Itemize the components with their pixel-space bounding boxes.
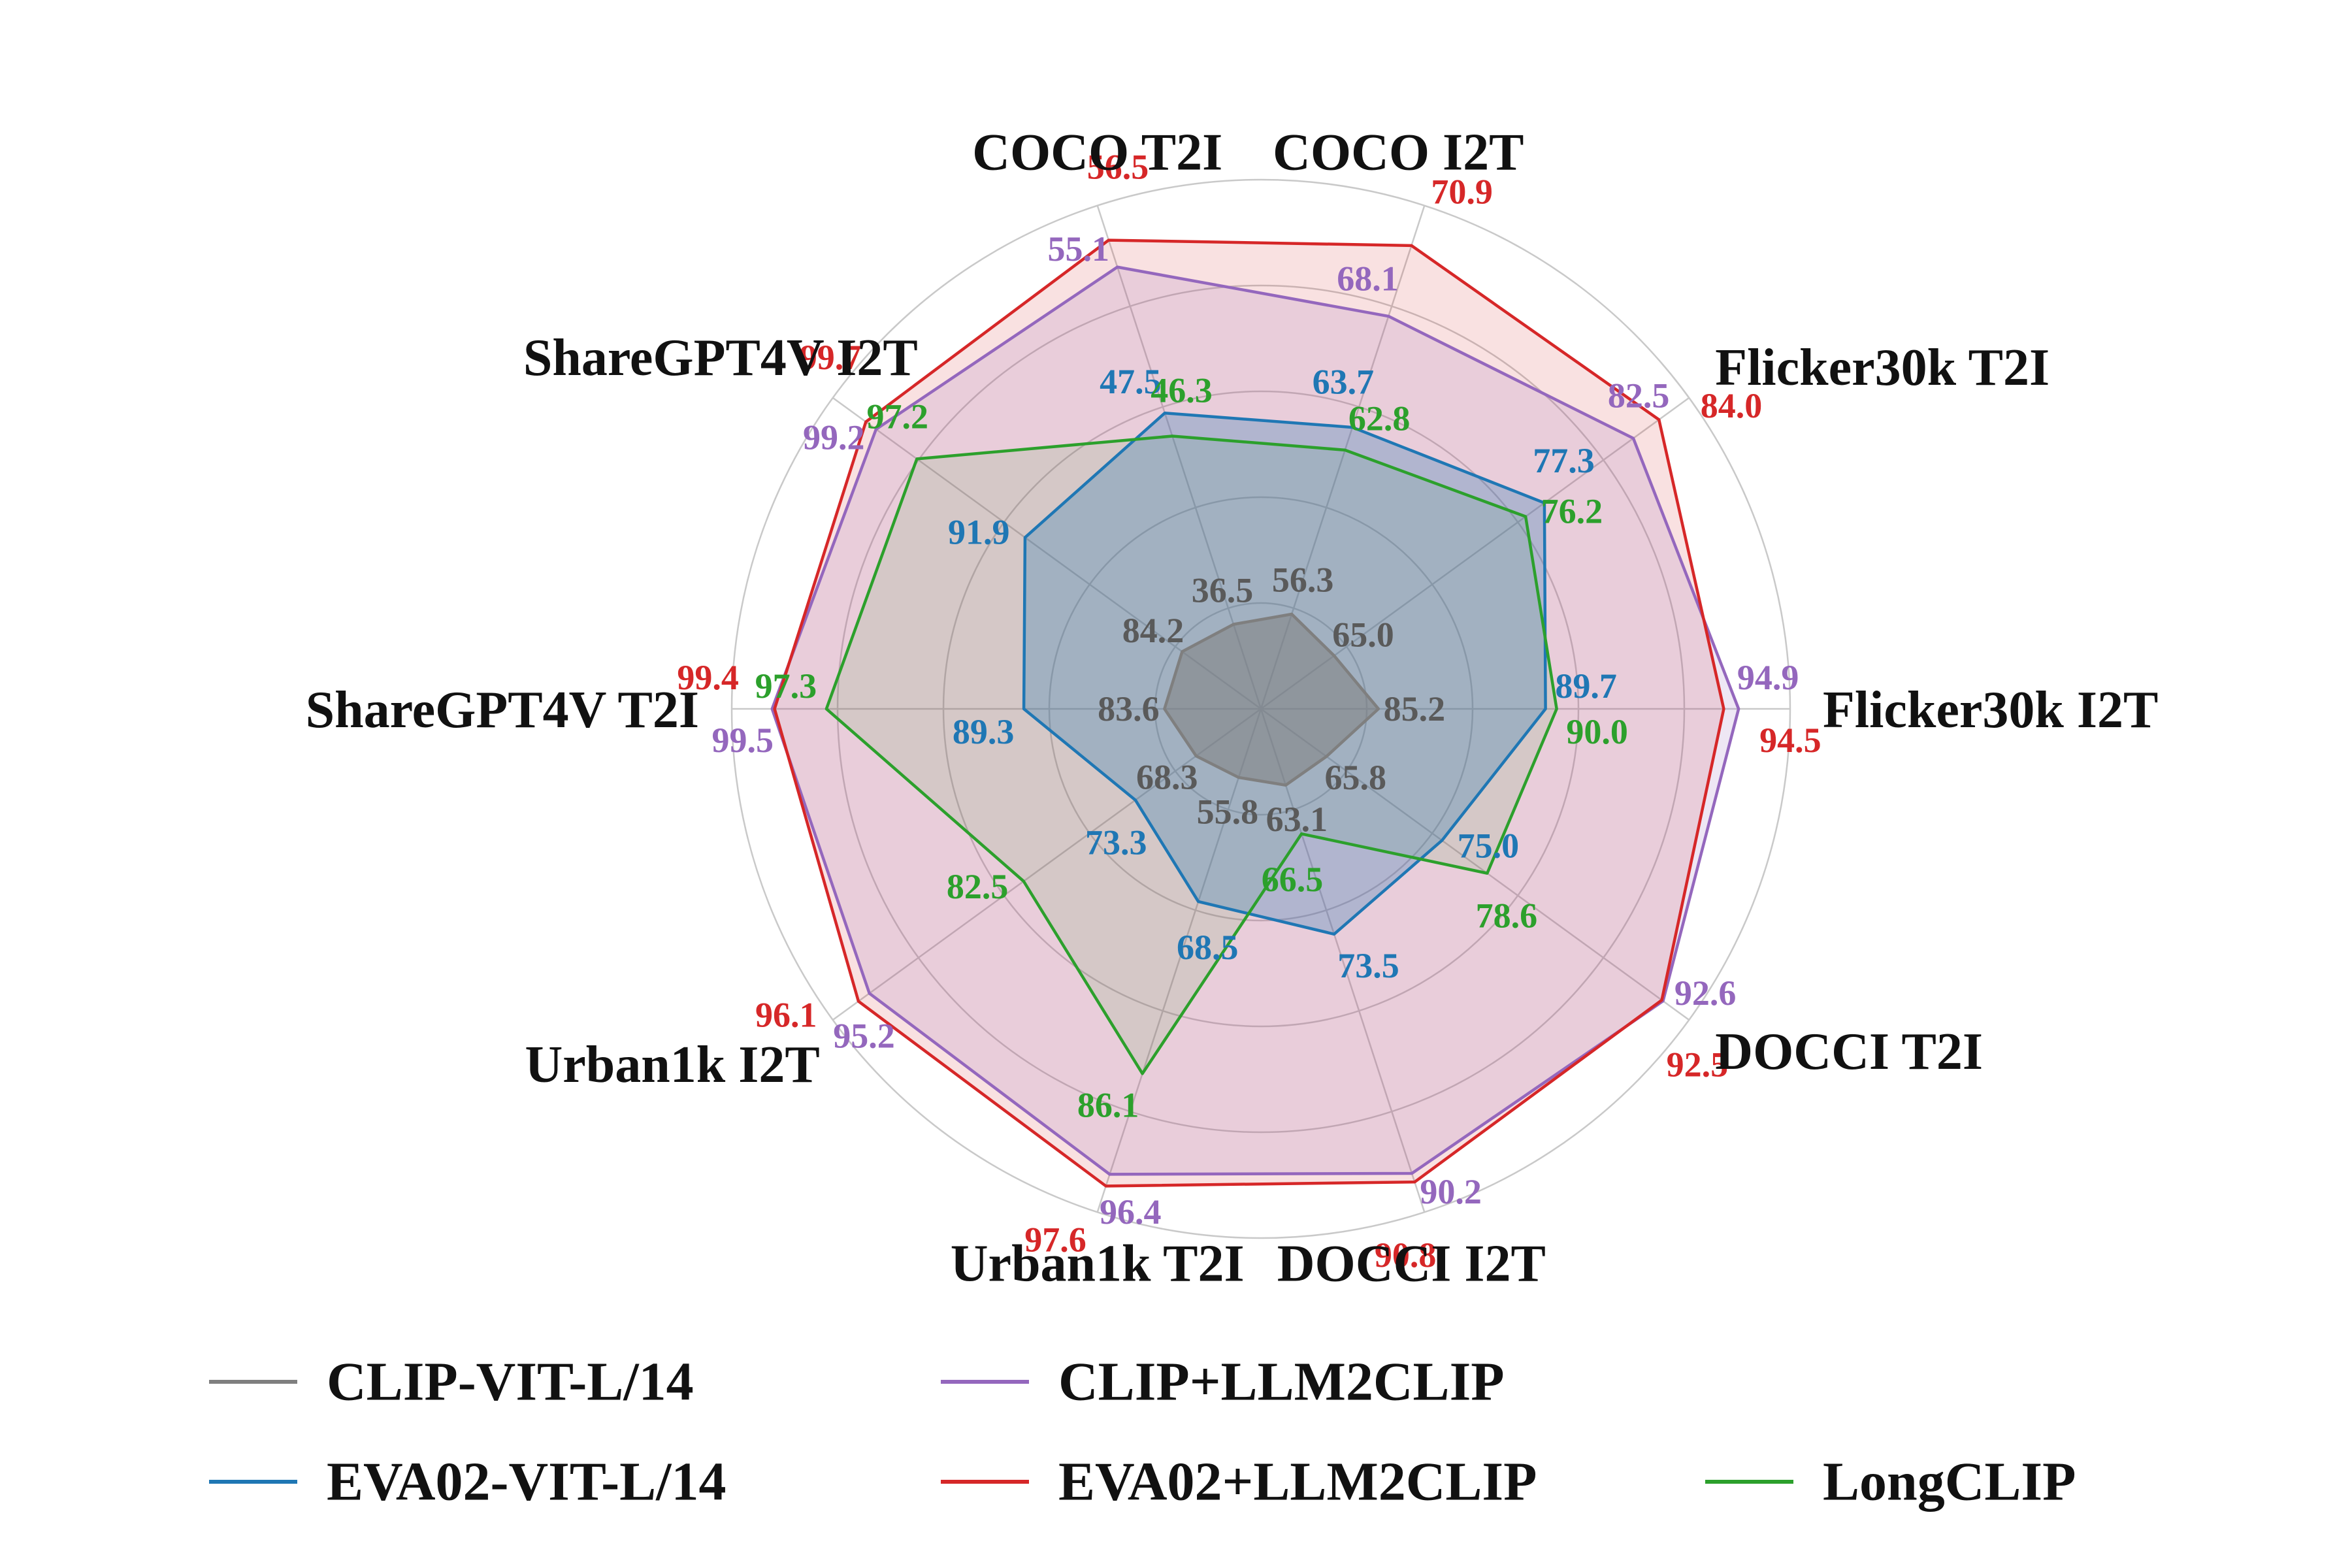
value-label-eva02-llm2clip-urban1k-t2i: 97.6 [1024,1220,1086,1260]
value-label-eva02-llm2clip-docci-t2i: 92.5 [1667,1045,1729,1085]
value-label-eva02-vit-l-14-flicker30k-t2i: 77.3 [1533,441,1595,480]
axis-label-flicker30k-i2t: Flicker30k I2T [1823,681,2158,739]
value-label-longclip-coco-i2t: 62.8 [1348,399,1411,438]
value-label-longclip-urban1k-t2i: 86.1 [1077,1085,1139,1124]
axis-label-flicker30k-t2i: Flicker30k T2I [1715,339,2050,397]
value-label-clip-vit-l-14-sharegpt4v-i2t: 84.2 [1122,611,1184,650]
legend-label-eva02-vit-l-14: EVA02-VIT-L/14 [327,1452,727,1512]
value-label-eva02-llm2clip-sharegpt4v-t2i: 99.4 [677,658,739,697]
value-label-longclip-docci-t2i: 78.6 [1476,896,1538,935]
axis-label-urban1k-t2i: Urban1k T2I [951,1235,1245,1292]
axis-label-layer: COCO T2I COCO I2T Flicker30k T2I Flicker30k… [306,124,2159,1293]
value-label-clip-llm2clip-flicker30k-i2t: 94.9 [1737,658,1799,697]
value-label-eva02-vit-l-14-docci-t2i: 75.0 [1458,826,1520,865]
legend-item-clip-llm2clip: CLIP+LLM2CLIP [941,1352,1505,1413]
axis-label-urban1k-i2t: Urban1k I2T [525,1036,819,1094]
value-label-clip-llm2clip-coco-t2i: 55.1 [1047,229,1109,269]
legend-label-longclip: LongCLIP [1823,1452,2076,1512]
series-fill-longclip [826,436,1557,1074]
value-label-longclip-docci-i2t: 66.5 [1262,860,1324,899]
value-label-eva02-vit-l-14-urban1k-t2i: 68.5 [1177,928,1239,967]
axis-label-docci-t2i: DOCCI T2I [1715,1023,1983,1081]
legend-label-clip-vit-l-14: CLIP-VIT-L/14 [327,1352,694,1413]
axis-label-sharegpt4v-i2t: ShareGPT4V I2T [523,329,918,387]
value-label-eva02-vit-l-14-coco-i2t: 63.7 [1313,362,1375,401]
grid-spoke-urban1k-t2i [1096,708,1262,1213]
value-label-longclip-sharegpt4v-i2t: 97.2 [867,397,929,436]
value-label-clip-vit-l-14-urban1k-i2t: 68.3 [1136,757,1198,796]
value-label-eva02-llm2clip-flicker30k-t2i: 84.0 [1701,386,1763,425]
value-label-eva02-vit-l-14-coco-t2i: 47.5 [1100,362,1162,401]
axis-label-coco-t2i: COCO T2I [972,124,1222,182]
grid-layer [730,178,1791,1239]
axis-label-docci-i2t: DOCCI I2T [1277,1235,1546,1292]
value-label-clip-vit-l-14-docci-i2t: 63.1 [1266,800,1328,839]
value-label-eva02-vit-l-14-docci-i2t: 73.5 [1337,946,1399,985]
value-label-eva02-llm2clip-docci-i2t: 90.8 [1375,1235,1437,1275]
value-label-eva02-vit-l-14-sharegpt4v-t2i: 89.3 [953,712,1015,751]
value-label-clip-vit-l-14-sharegpt4v-t2i: 83.6 [1098,689,1160,728]
value-label-clip-llm2clip-urban1k-t2i: 96.4 [1100,1192,1162,1232]
value-label-clip-llm2clip-sharegpt4v-t2i: 99.5 [712,721,774,760]
value-label-eva02-llm2clip-flicker30k-i2t: 94.5 [1759,721,1821,760]
series-polygon-eva02-llm2clip [773,238,1725,1188]
value-label-longclip-flicker30k-i2t: 90.0 [1566,712,1628,751]
series-polygon-clip-llm2clip [770,265,1740,1176]
value-label-clip-llm2clip-sharegpt4v-i2t: 99.2 [803,417,865,457]
axis-label-coco-i2t: COCO I2T [1273,124,1524,182]
value-label-clip-vit-l-14-flicker30k-t2i: 65.0 [1332,615,1394,654]
legend-label-eva02-llm2clip: EVA02+LLM2CLIP [1058,1452,1537,1512]
grid-spoke-docci-i2t [1260,708,1426,1213]
value-label-eva02-llm2clip-sharegpt4v-i2t: 99.7 [800,338,862,377]
legend-label-clip-llm2clip: CLIP+LLM2CLIP [1058,1352,1505,1413]
series-polygon-clip-vit-l-14 [1163,612,1380,787]
value-label-clip-vit-l-14-flicker30k-i2t: 85.2 [1384,689,1446,728]
value-label-layer: 36.5 56.3 65.0 85.2 65.863.155.868.3 83.6 84.2… [677,148,1821,1275]
value-label-clip-llm2clip-coco-i2t: 68.1 [1337,259,1399,298]
value-label-eva02-llm2clip-coco-t2i: 56.5 [1087,148,1149,187]
legend-item-longclip: LongCLIP [1705,1452,2076,1512]
grid-spoke-docci-t2i [1260,708,1690,1021]
value-label-longclip-coco-t2i: 46.3 [1151,371,1213,410]
value-label-eva02-llm2clip-urban1k-i2t: 96.1 [755,996,817,1035]
value-label-eva02-vit-l-14-flicker30k-i2t: 89.7 [1555,666,1617,706]
value-label-longclip-urban1k-i2t: 82.5 [947,867,1009,906]
value-label-clip-vit-l-14-urban1k-t2i: 55.8 [1197,792,1259,831]
value-label-eva02-vit-l-14-sharegpt4v-i2t: 91.9 [948,513,1010,552]
series-fill-clip-vit-l-14 [1164,614,1379,785]
value-label-clip-llm2clip-urban1k-i2t: 95.2 [833,1017,895,1056]
legend-item-eva02-vit-l-14: EVA02-VIT-L/14 [209,1452,727,1512]
series-polygon-longclip [825,434,1558,1075]
value-label-clip-vit-l-14-coco-t2i: 36.5 [1192,570,1254,610]
value-label-longclip-sharegpt4v-t2i: 97.3 [755,666,817,706]
value-label-eva02-llm2clip-coco-i2t: 70.9 [1431,172,1493,212]
fill-layer [772,240,1739,1186]
axis-label-sharegpt4v-t2i: ShareGPT4V T2I [306,681,699,739]
value-label-longclip-flicker30k-t2i: 76.2 [1541,492,1603,531]
value-label-clip-vit-l-14-coco-i2t: 56.3 [1272,561,1334,600]
value-label-eva02-vit-l-14-urban1k-i2t: 73.3 [1085,823,1147,862]
legend-item-clip-vit-l-14: CLIP-VIT-L/14 [209,1352,694,1413]
legend: CLIP-VIT-L/14 CLIP+LLM2CLIP EVA02-VIT-L/14… [209,1352,2076,1512]
value-label-clip-llm2clip-docci-i2t: 90.2 [1420,1172,1482,1211]
legend-item-eva02-llm2clip: EVA02+LLM2CLIP [941,1452,1537,1512]
series-polygon-eva02-vit-l-14 [1022,411,1547,936]
value-label-clip-llm2clip-docci-t2i: 92.6 [1674,973,1737,1013]
grid-spoke-urban1k-i2t [832,708,1262,1021]
value-label-clip-llm2clip-flicker30k-t2i: 82.5 [1608,376,1670,416]
stroke-layer [770,238,1740,1188]
value-label-clip-vit-l-14-docci-t2i: 65.8 [1325,758,1387,797]
